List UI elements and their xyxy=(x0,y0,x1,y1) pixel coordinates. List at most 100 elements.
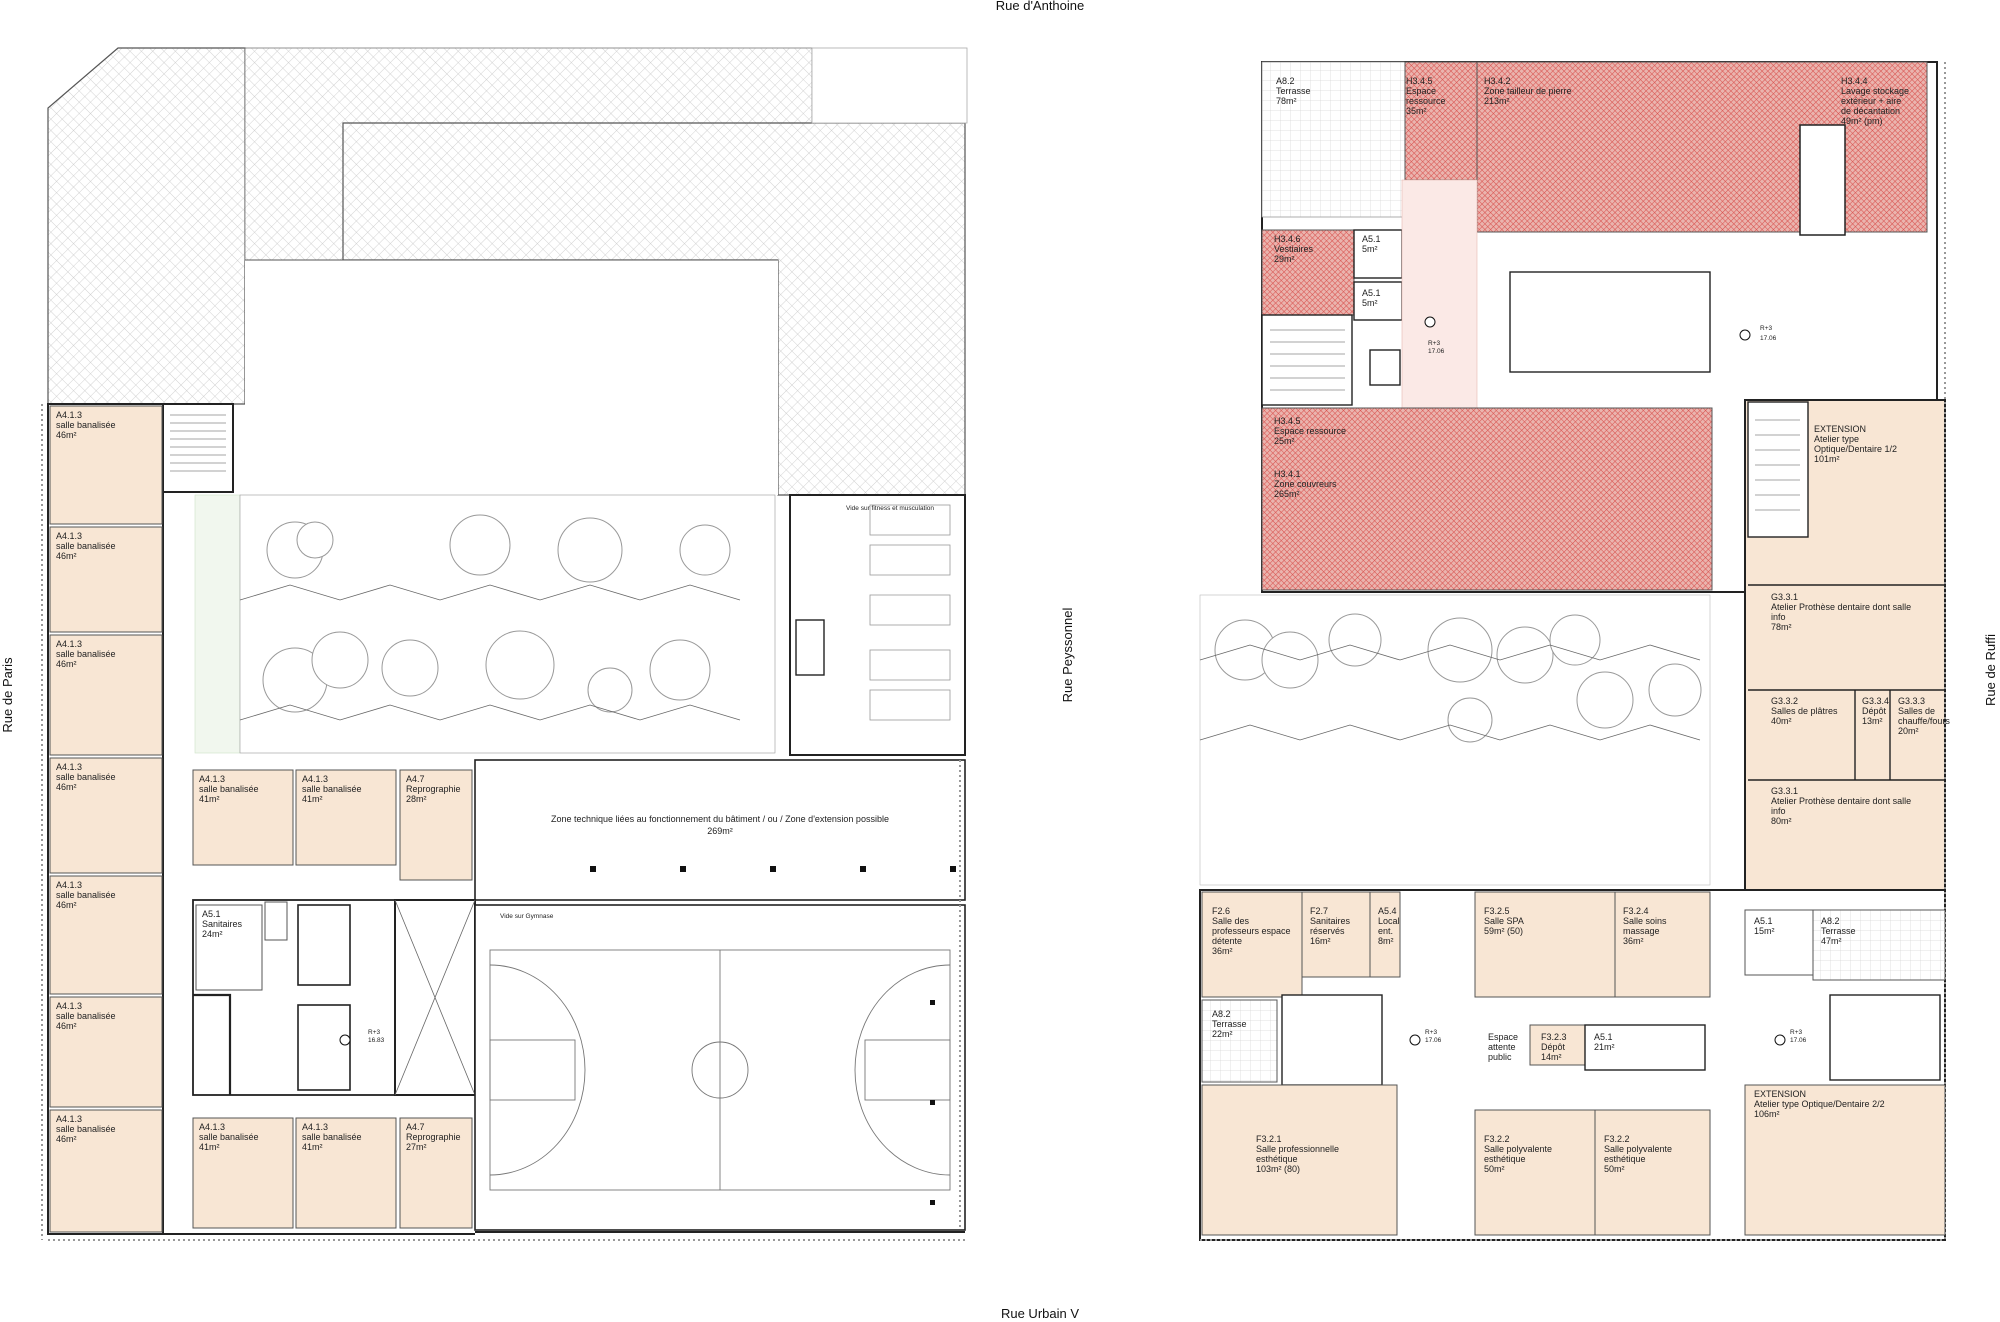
room-label-line: public xyxy=(1488,1052,1512,1062)
roof-hatched-northwest xyxy=(47,47,246,405)
room-label-line: Vestiaires xyxy=(1274,244,1314,254)
room-label-line: info xyxy=(1771,612,1786,622)
courtyard-trees xyxy=(262,514,731,713)
room-label-line: A5.1 xyxy=(1594,1032,1613,1042)
room-label-line: F3.2.4 xyxy=(1623,906,1649,916)
room-label-line: 24m² xyxy=(202,929,223,939)
room-label-line: salle banalisée xyxy=(199,1132,259,1142)
room-label-line: A4.1.3 xyxy=(302,774,328,784)
room-label-line: 265m² xyxy=(1274,489,1300,499)
room-label-line: Salles de xyxy=(1898,706,1935,716)
svg-text:17.06: 17.06 xyxy=(1760,335,1777,342)
basketball-court xyxy=(489,949,951,1191)
room-label-line: 29m² xyxy=(1274,254,1295,264)
room-label-line: ressource xyxy=(1406,96,1446,106)
room-label-line: G3.3.2 xyxy=(1771,696,1798,706)
room-label-line: 36m² xyxy=(1212,946,1233,956)
room-label-line: F3.2.3 xyxy=(1541,1032,1567,1042)
room-label-line: Optique/Dentaire 1/2 xyxy=(1814,444,1897,454)
room-label-line: F2.7 xyxy=(1310,906,1328,916)
room-label-line: Terrasse xyxy=(1212,1019,1247,1029)
room-label-line: Atelier Prothèse dentaire dont salle xyxy=(1771,796,1911,806)
room-a5-1-6: A5.15m² xyxy=(1362,288,1381,308)
room-label-line: salle banalisée xyxy=(56,541,116,551)
room-label-line: 21m² xyxy=(1594,1042,1615,1052)
room-label-line: 22m² xyxy=(1212,1029,1233,1039)
room-label-line: Espace ressource xyxy=(1274,426,1346,436)
room-label-line: A5.4 xyxy=(1378,906,1397,916)
room-label-line: A4.7 xyxy=(406,1122,425,1132)
room-label-line: A5.1 xyxy=(1362,288,1381,298)
svg-text:R+3: R+3 xyxy=(1425,1029,1437,1036)
room-label-line: 13m² xyxy=(1862,716,1883,726)
room-label-line: A4.1.3 xyxy=(56,880,82,890)
room-label-line: G3.3.1 xyxy=(1771,786,1798,796)
level-marker-right-bottom: R+3 17.06 R+3 17.06 xyxy=(1409,1029,1807,1046)
svg-text:17.06: 17.06 xyxy=(1425,1037,1442,1044)
room-label-line: F3.2.2 xyxy=(1484,1134,1510,1144)
room-label-line: 50m² xyxy=(1604,1164,1625,1174)
room-label-line: A5.1 xyxy=(1754,916,1773,926)
room-label-line: Atelier type Optique/Dentaire 2/2 xyxy=(1754,1099,1885,1109)
room-label-line: 50m² xyxy=(1484,1164,1505,1174)
street-south-label: Rue Urbain V xyxy=(1001,1306,1079,1321)
svg-text:R+3: R+3 xyxy=(1790,1029,1802,1036)
room-label-line: H3.4.5 xyxy=(1406,76,1433,86)
room-label-line: attente xyxy=(1488,1042,1516,1052)
room-label-line: A4.1.3 xyxy=(56,762,82,772)
room-label-line: 101m² xyxy=(1814,454,1840,464)
room-label-line: esthétique xyxy=(1256,1154,1298,1164)
room-label-line: Atelier Prothèse dentaire dont salle xyxy=(1771,602,1911,612)
right-courtyard-trees xyxy=(1214,613,1702,743)
room-label-line: Sanitaires xyxy=(1310,916,1351,926)
room-label-line: 46m² xyxy=(56,551,77,561)
room-label-line: A5.1 xyxy=(202,909,221,919)
room-label-line: 46m² xyxy=(56,782,77,792)
room-label-line: Espace xyxy=(1488,1032,1518,1042)
room-label-line: 46m² xyxy=(56,1021,77,1031)
level-marker-left: R+3 16.83 xyxy=(339,1029,385,1046)
technical-zone-area: 269m² xyxy=(707,826,733,836)
room-label-line: F3.2.1 xyxy=(1256,1134,1282,1144)
room-label-line: esthétique xyxy=(1604,1154,1646,1164)
room-label-line: Salle professionnelle xyxy=(1256,1144,1339,1154)
room-label-line: 20m² xyxy=(1898,726,1919,736)
room-label-line: détente xyxy=(1212,936,1242,946)
room-label-line: A8.2 xyxy=(1821,916,1840,926)
room-label-line: 16m² xyxy=(1310,936,1331,946)
room-label-line: 28m² xyxy=(406,794,427,804)
room-label-line: Espace xyxy=(1406,86,1436,96)
room-label-line: A8.2 xyxy=(1212,1009,1231,1019)
room-label-line: 36m² xyxy=(1623,936,1644,946)
room-label-line: 8m² xyxy=(1378,936,1394,946)
room-label-line: Lavage stockage xyxy=(1841,86,1909,96)
room-label-line: salle banalisée xyxy=(56,890,116,900)
room-label-line: salle banalisée xyxy=(56,772,116,782)
room-label-line: Terrasse xyxy=(1821,926,1856,936)
room-label-line: A4.1.3 xyxy=(302,1122,328,1132)
room-label-line: 47m² xyxy=(1821,936,1842,946)
room-label-line: 80m² xyxy=(1771,816,1792,826)
room-label-line: A4.1.3 xyxy=(199,1122,225,1132)
street-east-label: Rue de Ruffi xyxy=(1983,634,1998,706)
room-label-line: 46m² xyxy=(56,659,77,669)
level-marker-right-top: R+3 17.06 R+3 17.06 xyxy=(1424,316,1777,355)
room-label-line: Sanitaires xyxy=(202,919,243,929)
